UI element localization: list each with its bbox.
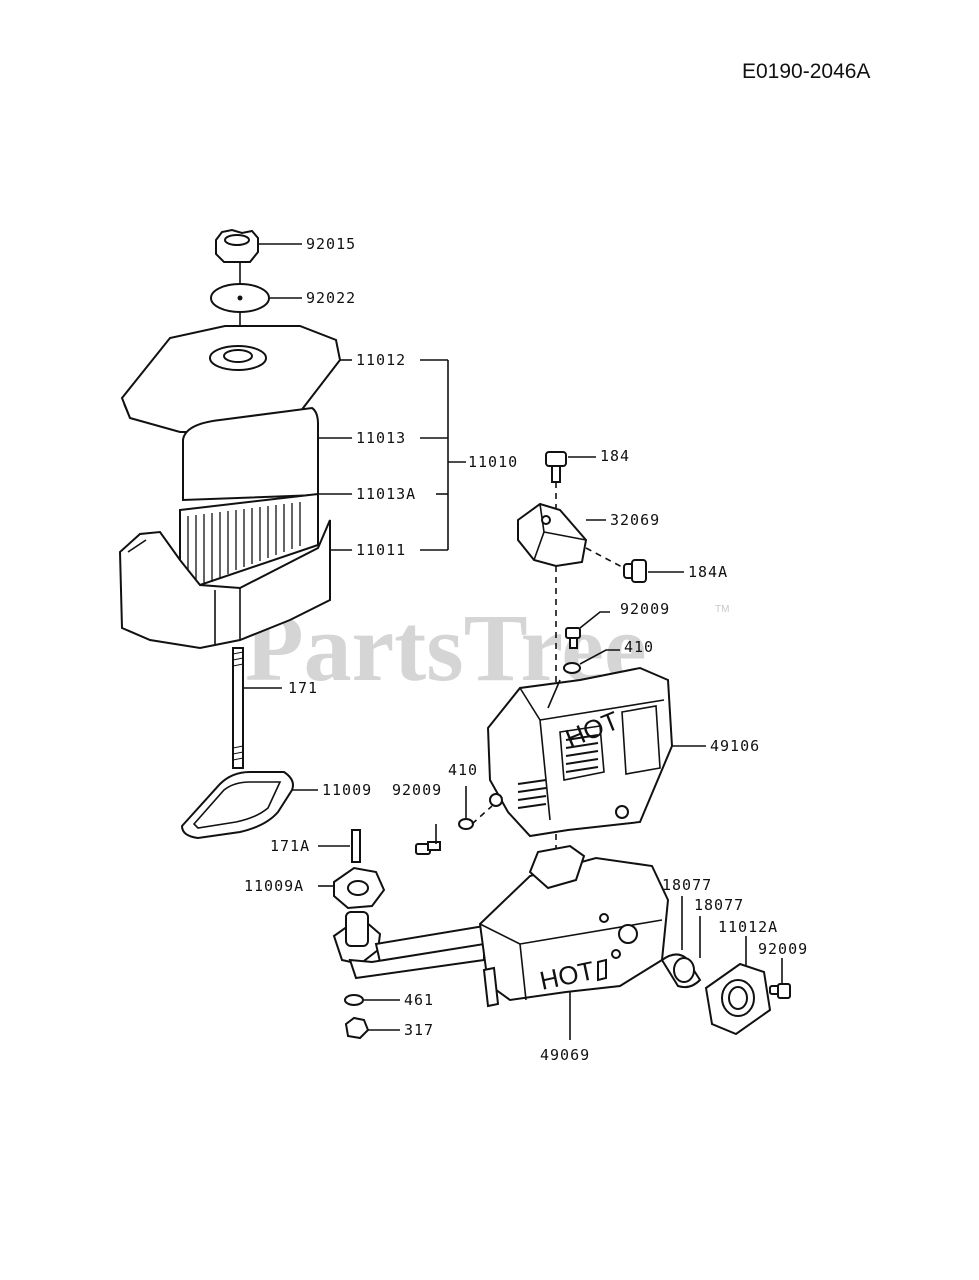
label-184a: 184A: [688, 563, 728, 581]
label-11012: 11012: [356, 351, 406, 369]
bolt-184a: [623, 559, 647, 583]
foam-element-11013: [182, 406, 319, 502]
bolt-92009-top: [565, 627, 581, 649]
nut-317: [344, 1016, 370, 1040]
bolt-184: [545, 451, 567, 483]
label-184: 184: [600, 447, 630, 465]
muffler-cover-49106: [486, 666, 674, 838]
gasket-18077: [660, 953, 702, 989]
label-92009-left: 92009: [392, 781, 442, 799]
label-11009a: 11009A: [244, 877, 304, 895]
stud-171a: [351, 829, 361, 863]
label-461: 461: [404, 991, 434, 1009]
label-92009-right: 92009: [758, 940, 808, 958]
bolt-92009-left: [415, 841, 441, 855]
label-171a: 171A: [270, 837, 310, 855]
label-171: 171: [288, 679, 318, 697]
label-317: 317: [404, 1021, 434, 1039]
label-11013: 11013: [356, 429, 406, 447]
watermark-trademark: TM: [715, 604, 729, 615]
washer-410-top: [563, 662, 581, 674]
label-410-left: 410: [448, 761, 478, 779]
label-11010: 11010: [468, 453, 518, 471]
exhaust-pipe: [332, 911, 490, 980]
label-92022: 92022: [306, 289, 356, 307]
label-32069: 32069: [610, 511, 660, 529]
leaders-left: [243, 243, 466, 791]
gasket-11009a: [333, 866, 386, 910]
base-11011: [118, 519, 331, 650]
washer-410-left: [458, 818, 474, 830]
diagram-id: E0190-2046A: [742, 60, 870, 83]
label-18077-a: 18077: [662, 876, 712, 894]
label-11013a: 11013A: [356, 485, 416, 503]
paper-element-11013a: [179, 492, 319, 587]
label-11012a: 11012A: [718, 918, 778, 936]
stud-171: [232, 647, 244, 769]
label-92015: 92015: [306, 235, 356, 253]
bolt-92009-right: [769, 983, 791, 999]
washer-92022: [210, 283, 270, 313]
flange-11012a: [704, 962, 772, 1036]
wing-nut-92015: [215, 228, 259, 263]
gasket-11009: [180, 771, 294, 840]
label-410-top: 410: [624, 638, 654, 656]
washer-461: [344, 994, 364, 1006]
label-18077-b: 18077: [694, 896, 744, 914]
label-11009: 11009: [322, 781, 372, 799]
label-49106: 49106: [710, 737, 760, 755]
label-11011: 11011: [356, 541, 406, 559]
label-92009-top: 92009: [620, 600, 670, 618]
muffler-49069: [478, 844, 670, 1008]
bracket-32069: [517, 502, 588, 568]
label-49069: 49069: [540, 1046, 590, 1064]
